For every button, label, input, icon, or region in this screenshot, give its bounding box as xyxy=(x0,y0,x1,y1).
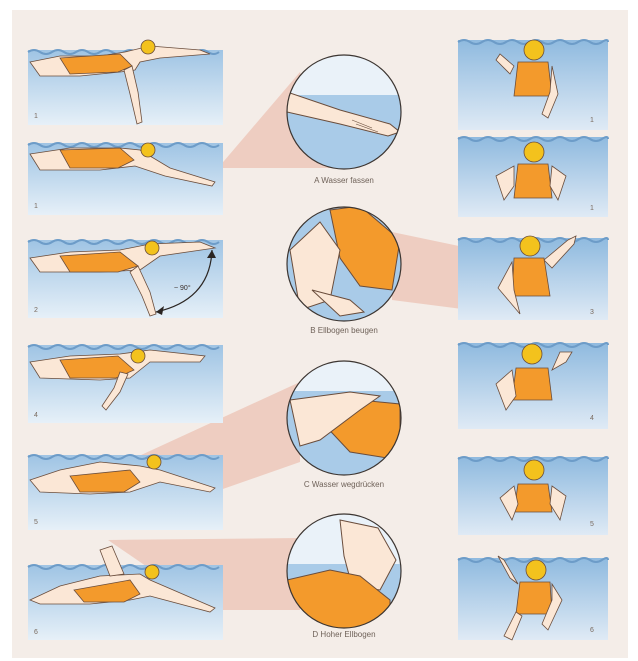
detail-b-caption: B Ellbogen beugen xyxy=(310,326,378,335)
side-panel-1: 1 xyxy=(28,40,223,125)
front-panel-5: 5 xyxy=(458,457,608,535)
front-panel-5-label: 5 xyxy=(590,521,594,528)
front-panel-1-label: 1 xyxy=(590,117,594,124)
front-panel-4-label: 4 xyxy=(590,415,594,422)
front-panel-2-label: 1 xyxy=(590,205,594,212)
detail-c-caption: C Wasser wegdrücken xyxy=(304,480,384,489)
side-panel-4: 4 xyxy=(28,345,223,423)
front-panel-4: 4 xyxy=(458,343,608,429)
side-panel-1-label: 1 xyxy=(34,113,38,120)
detail-a-caption: A Wasser fassen xyxy=(314,176,374,185)
front-panel-6-label: 6 xyxy=(590,627,594,634)
side-panel-3: ~ 90° 2 xyxy=(28,240,223,318)
front-panel-3: 3 xyxy=(458,236,608,320)
side-panel-2-label: 1 xyxy=(34,203,38,210)
front-panel-6: 6 xyxy=(458,556,608,640)
front-panel-1: 1 xyxy=(458,40,608,130)
side-panel-3-label: 2 xyxy=(34,307,38,314)
side-panel-5: 5 xyxy=(28,455,223,530)
front-panel-2: 1 xyxy=(458,137,608,217)
detail-d-caption: D Hoher Ellbogen xyxy=(312,630,375,639)
angle-label: ~ 90° xyxy=(174,284,191,292)
side-panel-6-label: 6 xyxy=(34,629,38,636)
side-panel-2: 1 xyxy=(28,143,223,215)
side-panel-5-label: 5 xyxy=(34,519,38,526)
side-panel-4-label: 4 xyxy=(34,412,38,419)
front-panel-3-label: 3 xyxy=(590,309,594,316)
